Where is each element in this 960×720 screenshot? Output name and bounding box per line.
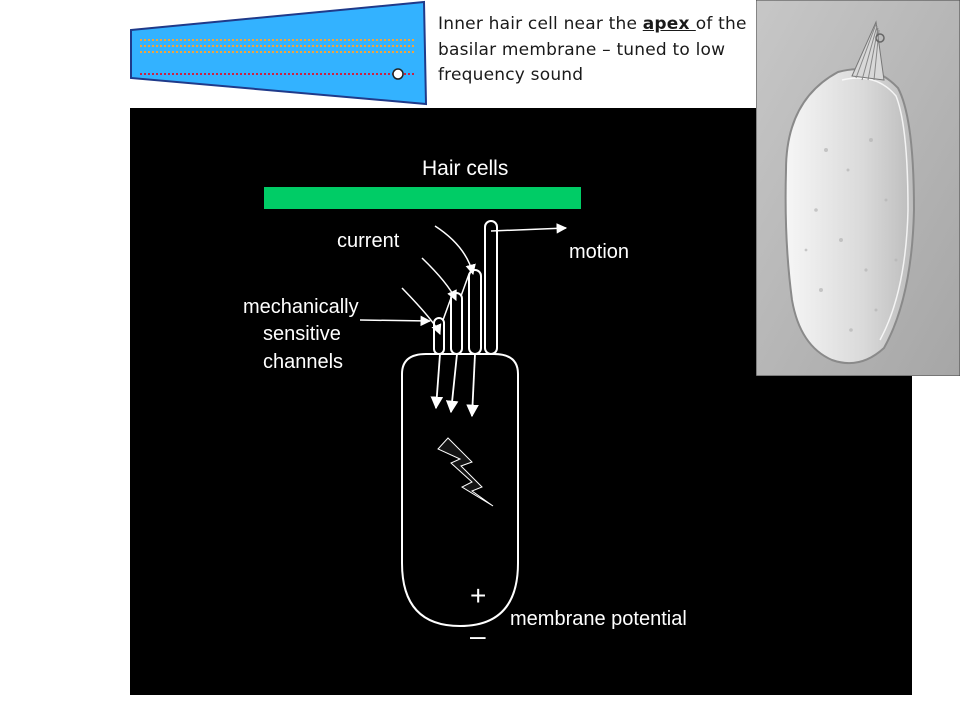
basilar-membrane-schematic: [130, 0, 428, 106]
current-arrow-2: [421, 257, 457, 301]
tip-link-1: [442, 297, 452, 321]
label-motion: motion: [569, 241, 629, 263]
micrograph-granules: [804, 138, 898, 332]
inflow-arrow-1: [430, 353, 444, 410]
motion-arrow: [490, 223, 568, 234]
label-channels-line2: sensitive: [263, 323, 341, 345]
caption: Inner hair cell near the apex of the bas…: [438, 12, 758, 89]
highlight-bar: [264, 187, 581, 209]
micrograph-stereocilium: [873, 29, 880, 81]
label-current: current: [337, 230, 400, 252]
lightning-bolt-icon: [437, 437, 494, 507]
label-minus: –: [470, 620, 486, 651]
channels-arrow: [359, 315, 432, 327]
caption-apex: apex: [642, 14, 696, 34]
stereocilium-medium: [450, 292, 463, 355]
stereocilium-tallest: [484, 220, 498, 355]
label-plus: +: [470, 580, 486, 611]
micrograph-cell-edge: [841, 77, 909, 341]
label-membrane-potential: membrane potential: [510, 608, 687, 630]
hair-cell-diagram: Hair cells current motion mechanically s…: [243, 157, 687, 651]
stereocilium-tall: [468, 269, 482, 355]
circle-marker-icon: [392, 68, 404, 80]
label-channels-line3: channels: [263, 351, 343, 373]
hair-cell-micrograph: [756, 0, 960, 376]
micrograph-stereocilium: [855, 23, 877, 79]
tip-link-2: [460, 273, 470, 297]
micrograph-kinocilium-tip: [875, 33, 885, 43]
hair-cell-body: [401, 353, 519, 628]
label-channels-line1: mechanically: [243, 296, 359, 318]
basilar-membrane-wedge: [130, 0, 428, 106]
inflow-arrow-2: [445, 353, 459, 414]
micrograph-cell: [784, 68, 916, 364]
inflow-arrow-3: [466, 353, 479, 418]
micrograph-stereocilium: [861, 25, 878, 81]
diagram-title: Hair cells: [422, 157, 508, 180]
current-arrow-3: [434, 225, 476, 276]
stereocilium-short: [433, 317, 445, 355]
caption-prefix: Inner hair cell near the: [438, 14, 643, 34]
caption-suffix: of the basilar membrane – tuned to low f…: [438, 14, 747, 85]
